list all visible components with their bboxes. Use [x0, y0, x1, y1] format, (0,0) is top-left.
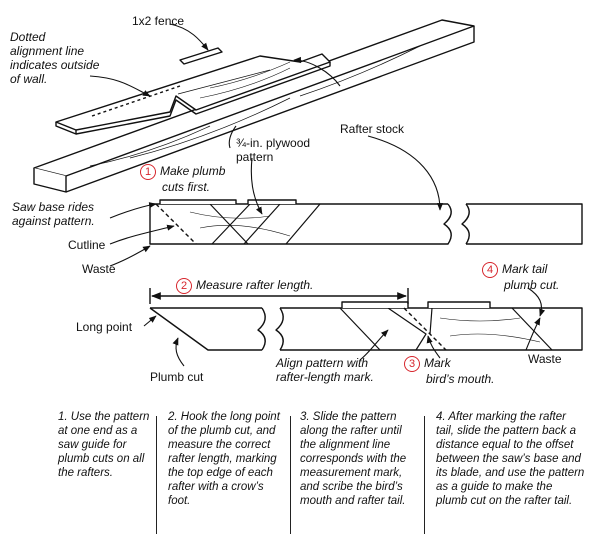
step-divider: [290, 416, 291, 534]
callout-1-number: 1: [140, 164, 156, 180]
perspective-rafter-stock: [33, 19, 475, 193]
saw-base-label: Saw base rides against pattern.: [12, 200, 95, 228]
cutline-label: Cutline: [68, 238, 106, 252]
leader-lines: [89, 23, 546, 367]
rafter-stock-label: Rafter stock: [340, 122, 405, 136]
rafter-1: [149, 199, 583, 245]
dotted-alignment-label: Dotted alignment line indicates outside …: [10, 30, 100, 86]
waste-label-bottom: Waste: [528, 352, 562, 366]
step-1: 1. Use the pattern at one end as a saw g…: [58, 411, 150, 479]
waste-label-top: Waste: [82, 262, 116, 276]
step-2: 2. Hook the long point of the plumb cut,…: [168, 411, 280, 507]
long-point-label: Long point: [76, 320, 133, 334]
plywood-pattern-label: ¾-in. plywood pattern: [236, 136, 311, 164]
step-3: 3. Slide the pattern along the rafter un…: [300, 411, 407, 507]
plumb-cut-label: Plumb cut: [150, 370, 204, 384]
step-4: 4. After marking the rafter tail, slide …: [436, 411, 585, 507]
step-divider: [424, 416, 425, 534]
fence-label: 1x2 fence: [132, 14, 185, 28]
perspective-plywood-pattern: [55, 47, 331, 135]
step-descriptions: 1. Use the pattern at one end as a saw g…: [40, 410, 590, 540]
align-pattern-label: Align pattern with rafter-length mark.: [276, 356, 374, 384]
rafter-2: [149, 301, 583, 351]
callout-4-number: 4: [482, 262, 498, 278]
callout-2-number: 2: [176, 278, 192, 294]
callout-3-number: 3: [404, 356, 420, 372]
step-divider: [156, 416, 157, 534]
